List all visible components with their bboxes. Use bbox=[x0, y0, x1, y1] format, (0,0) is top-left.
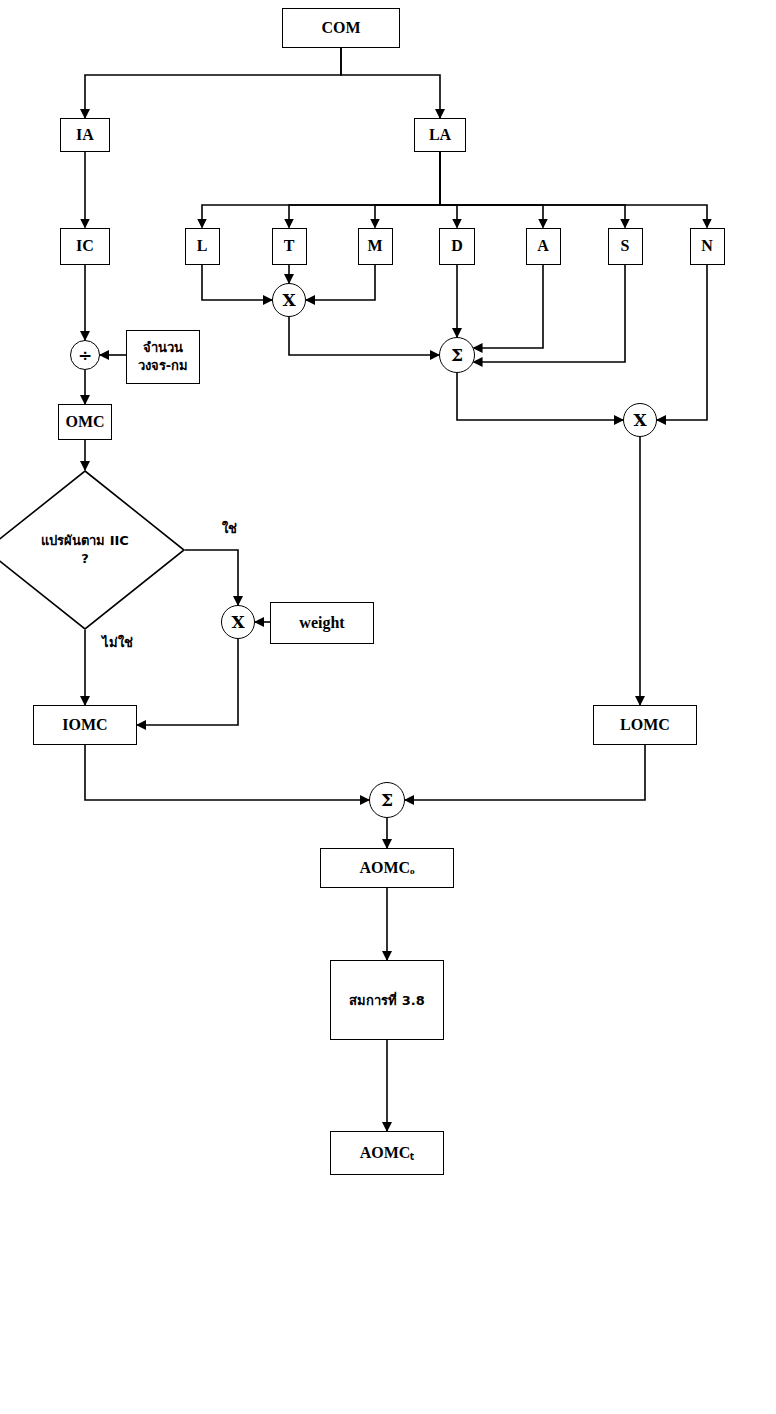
connector-arrow bbox=[405, 745, 645, 800]
connector-arrow bbox=[440, 152, 457, 228]
node-label: Σ bbox=[451, 345, 463, 365]
process-box: LOMC bbox=[593, 705, 697, 745]
process-box: OMC bbox=[58, 404, 111, 440]
node-label: M bbox=[367, 236, 382, 255]
node-label: AOMCₜ bbox=[360, 1143, 415, 1162]
variable-box: M bbox=[358, 228, 393, 265]
node-label: IA bbox=[76, 125, 94, 144]
branch-label: ใช่ bbox=[220, 518, 239, 539]
branch-label: ไม่ใช่ bbox=[100, 632, 135, 653]
variable-box: A bbox=[526, 228, 561, 265]
connector-arrow bbox=[85, 48, 341, 118]
connector-arrow bbox=[84, 440, 86, 470]
node-label: T bbox=[284, 236, 295, 255]
node-label: OMC bbox=[65, 412, 104, 431]
result-box: AOMCₒ bbox=[320, 848, 454, 888]
equation-box: สมการที่ 3.8 bbox=[330, 960, 444, 1040]
connector-arrow bbox=[375, 152, 440, 228]
decision-diamond: แปรผันตาม IIC ? bbox=[0, 470, 185, 630]
connector-arrow bbox=[85, 745, 369, 800]
node-label: IOMC bbox=[62, 715, 107, 734]
node-label: แปรผันตาม IIC ? bbox=[39, 532, 131, 567]
variable-box: S bbox=[608, 228, 643, 265]
sum-operator: Σ bbox=[369, 782, 405, 818]
connector-arrow bbox=[185, 550, 238, 605]
diamond-outline bbox=[0, 470, 185, 630]
variable-box: N bbox=[690, 228, 725, 265]
node-label: N bbox=[701, 236, 713, 255]
connector-arrow bbox=[84, 630, 86, 705]
variable-box: L bbox=[185, 228, 220, 265]
node-label: D bbox=[451, 236, 463, 255]
multiply-operator: X bbox=[221, 605, 255, 639]
connector-arrow bbox=[306, 265, 375, 301]
connector-arrow bbox=[341, 48, 440, 118]
node-label: weight bbox=[299, 613, 344, 632]
node-label: สมการที่ 3.8 bbox=[349, 992, 425, 1010]
node-label: S bbox=[621, 236, 630, 255]
multiply-operator: X bbox=[272, 283, 306, 317]
sum-operator: Σ bbox=[439, 337, 475, 373]
connector-arrow bbox=[657, 265, 707, 421]
node-label: COM bbox=[321, 18, 360, 37]
connector-arrow bbox=[386, 818, 388, 848]
node-label: LA bbox=[429, 125, 451, 144]
connector-arrow bbox=[84, 370, 86, 404]
process-box: COM bbox=[282, 8, 400, 48]
connector-arrow bbox=[457, 373, 623, 420]
connector-arrow bbox=[474, 265, 543, 349]
divide-operator: ÷ bbox=[70, 340, 100, 370]
variable-box: D bbox=[439, 228, 475, 265]
node-label: IC bbox=[76, 236, 94, 255]
node-label: A bbox=[537, 236, 549, 255]
connector-arrow bbox=[440, 152, 543, 228]
connector-arrow bbox=[639, 437, 641, 705]
node-label: Σ bbox=[381, 790, 393, 810]
connector-arrow bbox=[440, 152, 625, 228]
node-label: ÷ bbox=[78, 345, 92, 365]
connector-arrow bbox=[100, 354, 126, 356]
connector-arrow bbox=[84, 265, 86, 341]
connector-arrow bbox=[456, 265, 458, 338]
process-box: IA bbox=[60, 118, 110, 152]
node-label: LOMC bbox=[620, 715, 670, 734]
input-box: weight bbox=[270, 602, 374, 644]
connector-arrow bbox=[288, 265, 290, 284]
connector-arrow bbox=[386, 1040, 388, 1131]
node-label: จำนวน วงจร-กม bbox=[133, 339, 193, 374]
connector-arrow bbox=[255, 621, 270, 623]
connector-arrow bbox=[289, 152, 440, 228]
connector-arrow bbox=[202, 152, 440, 228]
connector-arrow bbox=[440, 152, 707, 228]
node-label: X bbox=[633, 410, 646, 430]
process-box: LA bbox=[414, 118, 466, 152]
node-label: X bbox=[282, 290, 295, 310]
process-box: IOMC bbox=[33, 705, 137, 745]
input-box: จำนวน วงจร-กม bbox=[126, 330, 200, 384]
connector-arrow bbox=[474, 265, 625, 363]
connector-arrow bbox=[289, 317, 439, 355]
process-box: IC bbox=[60, 228, 110, 265]
result-box: AOMCₜ bbox=[330, 1131, 444, 1175]
variable-box: T bbox=[272, 228, 307, 265]
node-label: AOMCₒ bbox=[359, 858, 414, 877]
connector-arrow bbox=[84, 152, 86, 228]
connector-arrow bbox=[202, 265, 272, 301]
connector-arrow bbox=[386, 888, 388, 960]
node-label: L bbox=[197, 236, 208, 255]
multiply-operator: X bbox=[623, 403, 657, 437]
connector-arrow bbox=[137, 639, 238, 725]
node-label: X bbox=[231, 612, 244, 632]
